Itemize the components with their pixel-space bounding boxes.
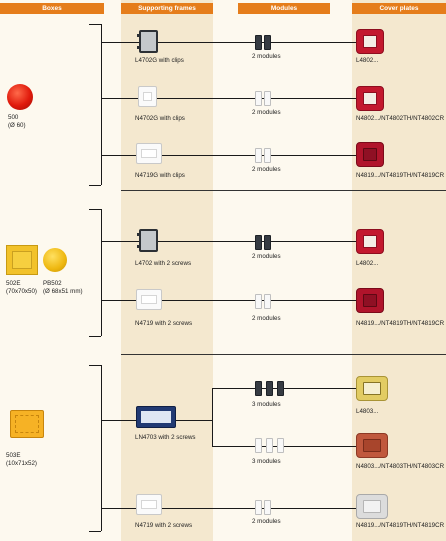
module-white (255, 438, 262, 453)
module-dark (264, 235, 271, 250)
box-pb502-code: PB502 (43, 280, 62, 287)
connector-line (102, 155, 356, 156)
plate-terracotta-image (356, 433, 388, 458)
modules-label: 2 modules (252, 518, 281, 525)
bracket-bottom (89, 336, 101, 337)
frame-l4702-image (137, 229, 158, 252)
section-separator (121, 190, 446, 191)
frame-n4702g-label: N4702G with clips (135, 115, 185, 122)
box-503e-code: 503E (6, 452, 21, 459)
plate-darkred-image (356, 142, 384, 167)
bracket-spine (101, 24, 102, 185)
module-white (264, 294, 271, 309)
plate-yellow-image (356, 376, 388, 401)
bracket-bottom (89, 531, 101, 532)
frame-n4719g-image (136, 143, 162, 164)
box-500-code: 500 (8, 114, 19, 121)
connector-line (212, 446, 356, 447)
box-503e-dim: (10x71x52) (6, 460, 37, 467)
modules-label: 2 modules (252, 253, 281, 260)
header-cover-plates: Cover plates (352, 3, 446, 14)
module-dark (277, 381, 284, 396)
frame-n4719-image (136, 289, 162, 310)
module-dark (255, 235, 262, 250)
plate-label: N4819.../NT4819TH/NT4819CR (356, 320, 445, 327)
frame-n4719-label: N4719 with 2 screws (135, 320, 193, 327)
module-dark (264, 35, 271, 50)
plate-label: L4803... (356, 408, 379, 415)
box-500-image (7, 84, 33, 110)
module-white (255, 91, 262, 106)
plate-label: L4802... (356, 57, 379, 64)
modules-label: 3 modules (252, 401, 281, 408)
header-boxes: Boxes (0, 3, 104, 14)
connector-line (102, 300, 356, 301)
box-500-dim: (Ø 60) (8, 122, 26, 129)
frame-ln4703-image (136, 406, 176, 428)
module-dark (255, 35, 262, 50)
frame-l4702g-label: L4702G with clips (135, 57, 184, 64)
plates-column-bg (352, 0, 446, 541)
module-dark (266, 381, 273, 396)
box-pb502-image (43, 248, 67, 272)
section-separator (121, 354, 446, 355)
plate-label: N4819.../NT4819TH/NT4819CR (356, 172, 445, 179)
frames-column-bg (121, 0, 213, 541)
frame-l4702g-image (137, 30, 158, 53)
bracket-spine (101, 365, 102, 531)
branch-spine (212, 388, 213, 446)
modules-label: 2 modules (252, 166, 281, 173)
module-white (255, 500, 262, 515)
box-502e-dim: (70x70x50) (6, 288, 37, 295)
modules-label: 3 modules (252, 458, 281, 465)
module-white (255, 294, 262, 309)
bracket-top (89, 365, 101, 366)
frame-n4719-label: N4719 with 2 screws (135, 522, 193, 529)
plate-red-image (356, 29, 384, 54)
plate-label: N4819.../NT4819TH/NT4819CR (356, 522, 445, 529)
plate-red-image (356, 86, 384, 111)
box-502e-image (6, 245, 38, 275)
bracket-top (89, 209, 101, 210)
connector-line (102, 241, 356, 242)
frame-l4702-label: L4702 with 2 screws (135, 260, 192, 267)
bracket-spine (101, 209, 102, 336)
plate-grey-image (356, 494, 388, 519)
box-503e-image (10, 410, 44, 438)
modules-label: 2 modules (252, 315, 281, 322)
module-white (266, 438, 273, 453)
connector-line (102, 98, 356, 99)
frame-n4719g-label: N4719G with clips (135, 172, 185, 179)
bracket-bottom (89, 185, 101, 186)
modules-label: 2 modules (252, 53, 281, 60)
module-white (264, 91, 271, 106)
bracket-top (89, 24, 101, 25)
module-white (277, 438, 284, 453)
frame-n4719-image (136, 494, 162, 515)
module-dark (255, 381, 262, 396)
box-pb502-dim: (Ø 68x51 mm) (43, 288, 83, 295)
header-supporting-frames: Supporting frames (121, 3, 213, 14)
connector-line (102, 508, 356, 509)
connector-line (102, 42, 356, 43)
module-white (255, 148, 262, 163)
box-502e-code: 502E (6, 280, 21, 287)
module-white (264, 148, 271, 163)
frame-ln4703-label: LN4703 with 2 screws (135, 434, 196, 441)
plate-red-image (356, 229, 384, 254)
plate-label: N4802.../NT4802TH/NT4802CR (356, 115, 445, 122)
modules-label: 2 modules (252, 109, 281, 116)
header-modules: Modules (238, 3, 330, 14)
plate-darkred-image (356, 288, 384, 313)
frame-n4702g-image (138, 86, 157, 107)
plate-label: N4803.../NT4803TH/NT4803CR (356, 463, 445, 470)
module-white (264, 500, 271, 515)
connector-line (212, 388, 356, 389)
plate-label: L4802... (356, 260, 379, 267)
